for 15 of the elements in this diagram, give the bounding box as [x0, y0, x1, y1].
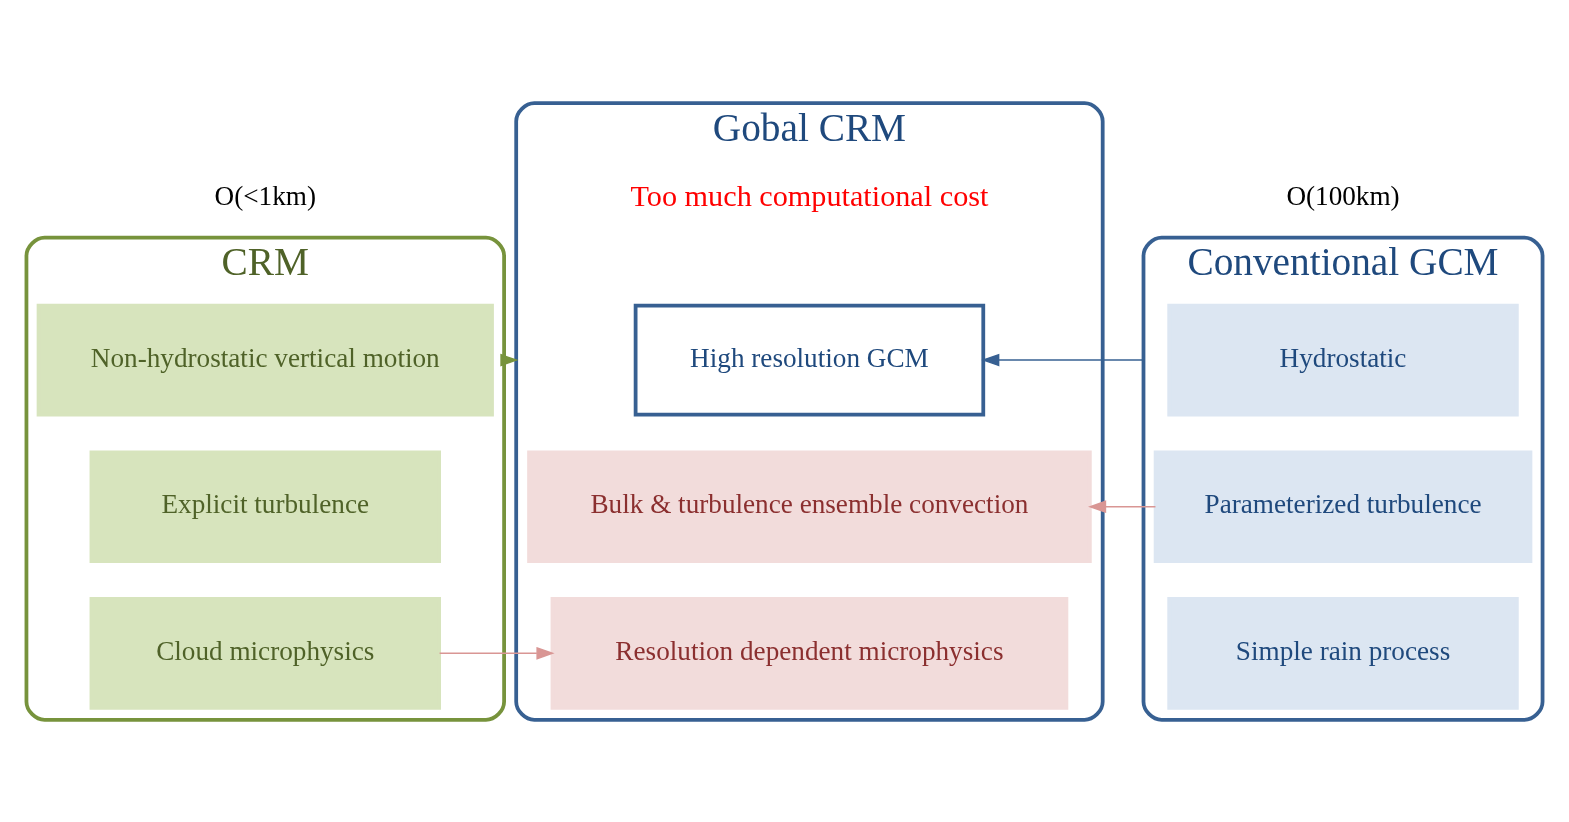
arrow	[1088, 499, 1157, 513]
node-box: Resolution dependent microphysics	[550, 596, 1069, 710]
node-box: Non-hydrostatic vertical motion	[36, 303, 494, 416]
node-box: Hydrostatic	[1167, 303, 1519, 416]
node-box: Bulk & turbulence ensemble convection	[527, 449, 1092, 563]
node-box: Cloud microphysics	[89, 596, 441, 710]
node-box: Explicit turbulence	[89, 449, 441, 563]
node-box: Parameterized turbulence	[1153, 449, 1533, 563]
label: O(<1km)	[214, 180, 316, 211]
node-box: High resolution GCM	[633, 303, 986, 416]
arrow	[981, 353, 1145, 366]
label: O(100km)	[1286, 180, 1400, 211]
node-box: Simple rain process	[1167, 596, 1519, 710]
label: Too much computational cost	[630, 178, 989, 213]
arrow	[438, 646, 555, 660]
